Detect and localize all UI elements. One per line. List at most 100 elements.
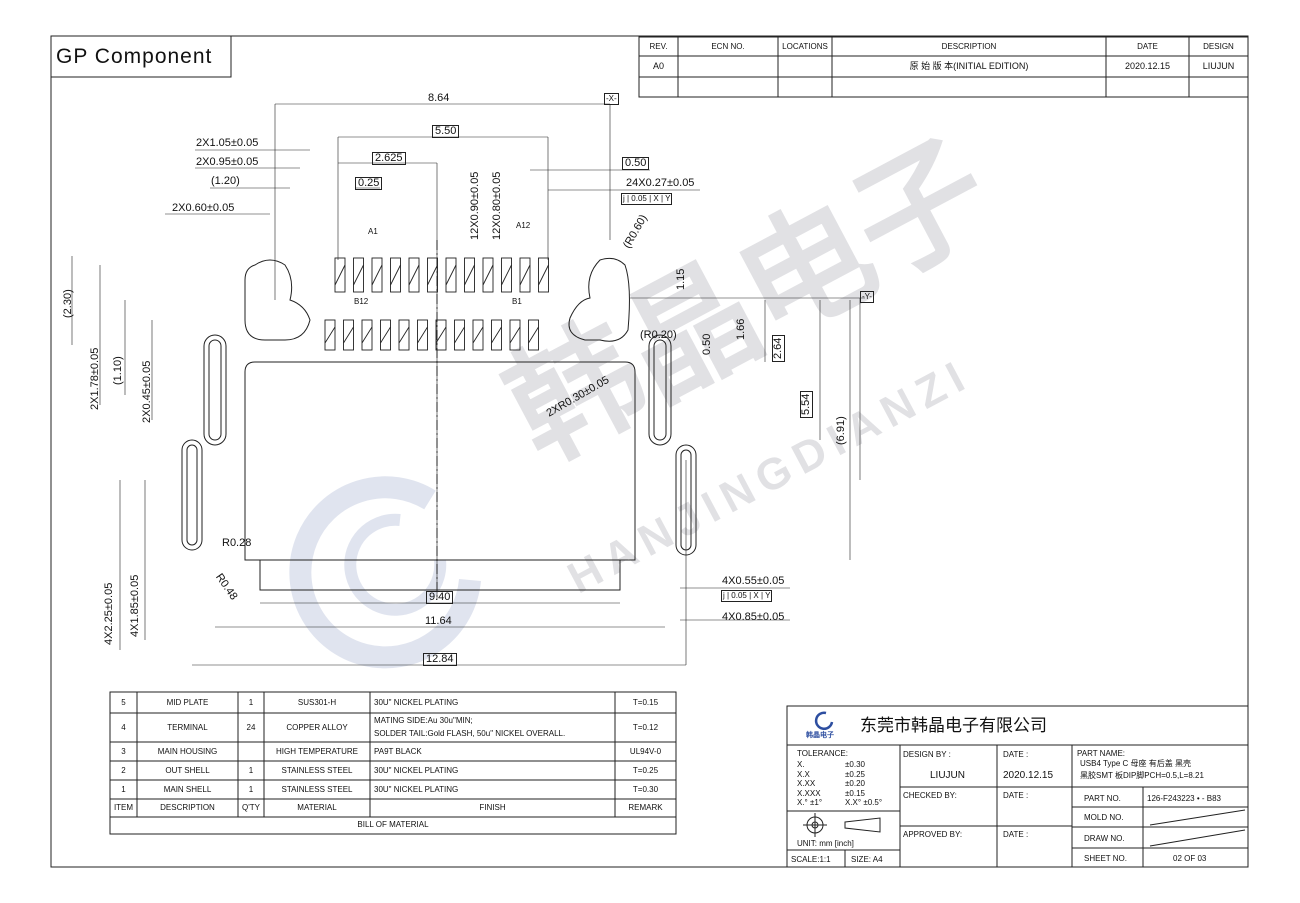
shell-tab-right: [568, 257, 630, 342]
bom-cell: 30U" NICKEL PLATING: [374, 697, 459, 707]
bom-cell: T=0.12: [632, 722, 659, 732]
revision-cell: 2020.12.15: [1124, 61, 1171, 71]
bom-cell: T=0.30: [632, 784, 659, 794]
bom-cell: UL94V-0: [629, 746, 662, 756]
revision-header: DESCRIPTION: [941, 42, 997, 51]
design-by-value: LIUJUN: [930, 770, 966, 781]
bom-header: DESCRIPTION: [160, 803, 215, 812]
scale-label: SCALE:1:1: [791, 855, 831, 864]
mounting-slot: [181, 439, 203, 551]
bom-header: MATERIAL: [297, 803, 337, 812]
bom-cell: 2: [121, 765, 126, 775]
bom-cell: 1: [121, 784, 126, 794]
tolerance-value: X.XX: [797, 779, 816, 788]
projection-symbol-icon: [803, 813, 881, 837]
terminal-pin-b: [509, 319, 521, 351]
logo-text: 韩晶电子: [806, 732, 834, 739]
datum-x: -X-: [604, 93, 619, 105]
terminal-pin-a: [408, 257, 420, 293]
housing-outline: [244, 361, 636, 591]
date-label: DATE :: [1003, 791, 1029, 800]
terminal-pin-a: [519, 257, 531, 293]
bom-cell: 5: [121, 697, 126, 707]
shell-tab-left: [244, 259, 311, 341]
revision-header: LOCATIONS: [782, 42, 828, 51]
bom-header: REMARK: [628, 803, 663, 812]
dim-label: 5.50: [432, 125, 460, 138]
tolerance-value: X.XXX: [797, 788, 821, 798]
bom-cell: T=0.25: [632, 765, 659, 775]
dim-label: 0.25: [355, 177, 383, 190]
revision-cell: A0: [652, 61, 664, 71]
part-name-line2: 黑胶SMT 板DIP脚PCH=0.5,L=8.21: [1080, 771, 1204, 780]
datum-y: -Y-: [860, 291, 874, 303]
tolerance-value: X.X: [797, 769, 810, 779]
bom-cell: HIGH TEMPERATURE: [276, 746, 358, 756]
dim-label: (2.30): [62, 289, 74, 318]
drawing-frame: [50, 35, 1249, 868]
mold-no-label: MOLD NO.: [1084, 813, 1124, 822]
bom-header: FINISH: [479, 803, 506, 812]
design-date: 2020.12.15: [1003, 770, 1054, 781]
bom-cell: 1: [248, 697, 254, 707]
part-no-label: PART NO.: [1084, 794, 1121, 803]
sheet-no-label: SHEET NO.: [1084, 854, 1127, 863]
revision-cell: 原 始 版 本(INITIAL EDITION): [909, 61, 1029, 71]
pin-label: A1: [368, 227, 378, 236]
dim-label: 2X0.45±0.05: [141, 360, 153, 423]
terminal-pin-a: [445, 257, 457, 293]
checked-by-label: CHECKED BY:: [903, 791, 957, 800]
dim-label: 4X2.25±0.05: [103, 582, 115, 645]
bom-cell: 1: [248, 784, 254, 794]
bom-cell: 4: [121, 722, 126, 732]
bom-cell: 24: [246, 722, 256, 732]
terminal-pin-a: [353, 257, 364, 293]
dim-label: 4X1.85±0.05: [129, 574, 141, 637]
terminal-pin-b: [417, 319, 428, 351]
terminal-pin-a: [334, 257, 346, 293]
dim-label: 2X1.78±0.05: [89, 347, 101, 410]
company-name: 东莞市韩晶电子有限公司: [860, 716, 1047, 735]
part-name-label: PART NAME:: [1077, 749, 1126, 758]
size-label: SIZE: A4: [851, 855, 883, 864]
dim-label: (R0.20): [640, 329, 677, 341]
mounting-slot: [648, 334, 672, 446]
bom-cell: 1: [248, 765, 254, 775]
terminal-pin-b: [361, 319, 373, 351]
company-logo-icon: [814, 711, 834, 731]
unit-label: UNIT: mm [inch]: [797, 839, 854, 848]
bom-cell: 3: [121, 746, 126, 756]
terminal-pin-b: [528, 319, 539, 351]
terminal-pin-b: [472, 319, 484, 351]
part-no-value: 126-F243223 • - B83: [1147, 794, 1221, 803]
bom-cell: 30U" NICKEL PLATING: [374, 765, 459, 775]
terminal-pin-b: [343, 319, 354, 351]
bom-cell: STAINLESS STEEL: [281, 784, 353, 794]
pin-label: B12: [354, 297, 369, 306]
bom-cell: MAIN SHELL: [163, 784, 212, 794]
dim-label: 2X0.95±0.05: [196, 156, 259, 168]
revision-header: DESIGN: [1203, 42, 1234, 51]
revision-header: DATE: [1137, 42, 1158, 51]
dim-label: 9.40: [426, 591, 454, 604]
page-title: GP Component: [56, 45, 213, 68]
bom-cell: TERMINAL: [167, 722, 208, 732]
dim-label: 12.84: [423, 653, 457, 666]
terminal-pin-a: [371, 257, 383, 293]
revision-header: ECN NO.: [711, 42, 745, 51]
revision-header: REV.: [649, 42, 668, 51]
dim-label: 0.50: [701, 333, 713, 355]
terminal-pin-a: [501, 257, 512, 293]
dim-label: 1.66: [735, 318, 747, 340]
dim-label: 12X0.90±0.05: [469, 171, 481, 240]
dim-label: 12X0.80±0.05: [491, 171, 503, 240]
dim-label: 2X0.60±0.05: [172, 202, 235, 214]
tolerance-value: ±0.25: [845, 769, 865, 779]
dim-label: (1.20): [211, 175, 240, 187]
dim-label: (6.91): [835, 416, 847, 445]
revision-cell: LIUJUN: [1202, 61, 1235, 71]
terminal-pin-a: [482, 257, 494, 293]
pin-label: B1: [512, 297, 522, 306]
dim-label: 1.15: [675, 268, 687, 290]
date-label: DATE :: [1003, 830, 1029, 839]
